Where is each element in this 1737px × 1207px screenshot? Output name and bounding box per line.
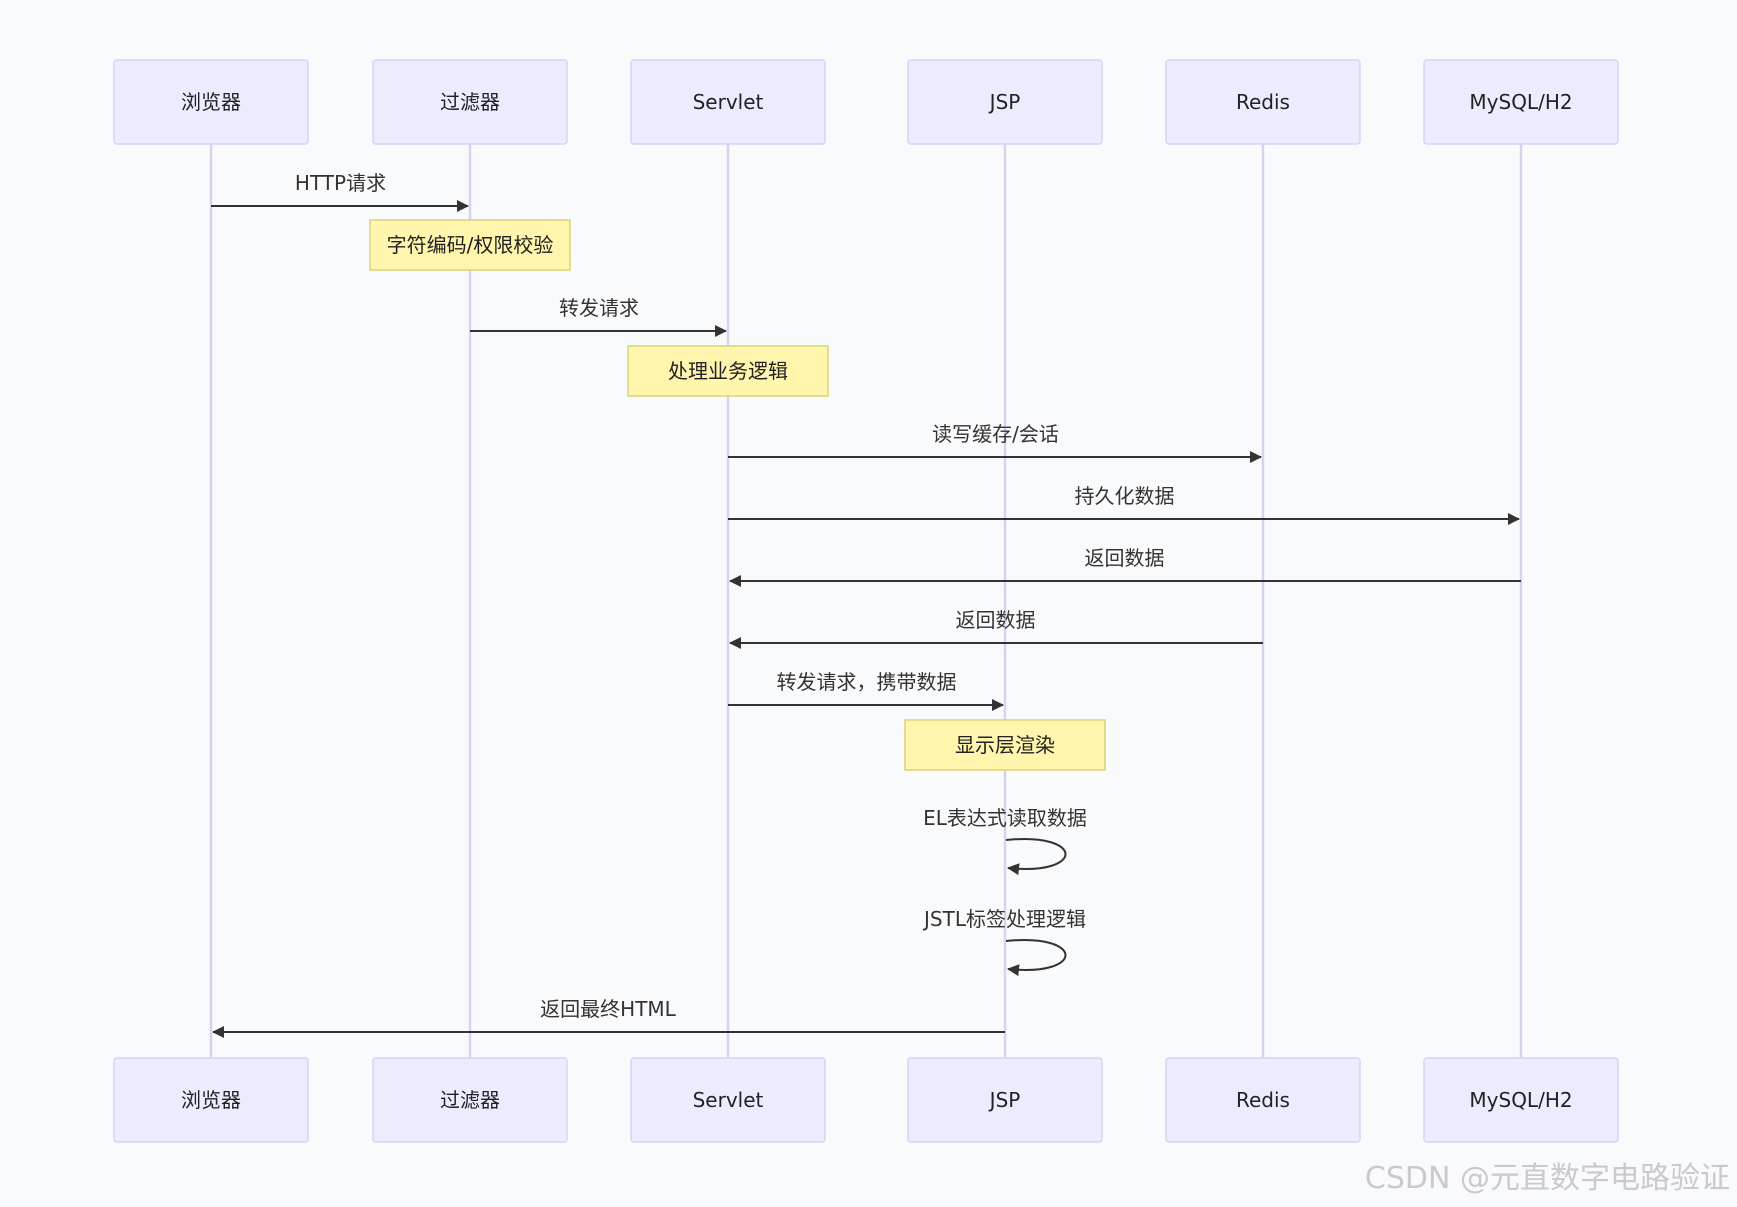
- actor-box: [1423, 59, 1619, 145]
- actor-bottom-redis: Redis: [1165, 1057, 1361, 1143]
- note-label: 字符编码/权限校验: [387, 233, 554, 257]
- actor-box: [1165, 1057, 1361, 1143]
- actor-box: [113, 1057, 309, 1143]
- self-call-label: EL表达式读取数据: [923, 806, 1087, 830]
- actor-label: Redis: [1236, 1088, 1290, 1112]
- actor-label: Servlet: [693, 1088, 764, 1112]
- actor-box: [1423, 1057, 1619, 1143]
- note-box: [369, 219, 571, 271]
- actor-box: [630, 59, 826, 145]
- actor-label: JSP: [988, 90, 1021, 114]
- actor-label: MySQL/H2: [1469, 1088, 1572, 1112]
- step-message: 读写缓存/会话: [728, 422, 1262, 463]
- actor-bottom-servlet: Servlet: [630, 1057, 826, 1143]
- actor-label: MySQL/H2: [1469, 90, 1572, 114]
- actor-box: [113, 59, 309, 145]
- actor-label: 过滤器: [440, 90, 500, 114]
- step-message: 返回数据: [729, 546, 1521, 587]
- self-call-arrow: [1005, 838, 1067, 876]
- actor-label: 浏览器: [181, 90, 241, 114]
- self-call-label: JSTL标签处理逻辑: [922, 907, 1086, 931]
- message-label: 返回最终HTML: [540, 997, 677, 1021]
- actor-top-servlet: Servlet: [630, 59, 826, 145]
- note-label: 显示层渲染: [955, 733, 1055, 757]
- message-label: 返回数据: [1085, 546, 1165, 570]
- step-message: 转发请求: [470, 296, 727, 337]
- note-label: 处理业务逻辑: [668, 359, 788, 383]
- step-message: 转发请求，携带数据: [728, 670, 1004, 711]
- actor-box: [372, 1057, 568, 1143]
- actor-top-filter: 过滤器: [372, 59, 568, 145]
- self-call-arrow: [1005, 939, 1067, 977]
- step-note: 处理业务逻辑: [627, 345, 829, 397]
- actor-box: [372, 59, 568, 145]
- actor-box: [907, 59, 1103, 145]
- note-box: [627, 345, 829, 397]
- actor-label: 过滤器: [440, 1088, 500, 1112]
- step-note: 显示层渲染: [904, 719, 1106, 771]
- message-label: 转发请求，携带数据: [777, 670, 957, 694]
- watermark-text: CSDN @元直数字电路验证: [1365, 1161, 1730, 1196]
- actor-box: [907, 1057, 1103, 1143]
- actor-bottom-db: MySQL/H2: [1423, 1057, 1619, 1143]
- step-message: 返回最终HTML: [212, 997, 1005, 1038]
- message-label: HTTP请求: [295, 171, 386, 195]
- message-label: 持久化数据: [1075, 484, 1175, 508]
- step-message: 持久化数据: [728, 484, 1520, 525]
- actor-bottom-browser: 浏览器: [113, 1057, 309, 1143]
- step-message: HTTP请求: [211, 171, 469, 212]
- actor-top-redis: Redis: [1165, 59, 1361, 145]
- actor-top-jsp: JSP: [907, 59, 1103, 145]
- step-note: 字符编码/权限校验: [369, 219, 571, 271]
- step-message: 返回数据: [729, 608, 1263, 649]
- actor-box: [630, 1057, 826, 1143]
- actor-label: 浏览器: [181, 1088, 241, 1112]
- actor-label: JSP: [988, 1088, 1021, 1112]
- step-self: JSTL标签处理逻辑: [922, 907, 1086, 977]
- actor-box: [1165, 59, 1361, 145]
- actor-bottom-filter: 过滤器: [372, 1057, 568, 1143]
- actor-label: Servlet: [693, 90, 764, 114]
- message-label: 读写缓存/会话: [932, 422, 1059, 446]
- note-box: [904, 719, 1106, 771]
- actor-label: Redis: [1236, 90, 1290, 114]
- actor-top-browser: 浏览器: [113, 59, 309, 145]
- actor-top-db: MySQL/H2: [1423, 59, 1619, 145]
- message-label: 返回数据: [956, 608, 1036, 632]
- message-label: 转发请求: [559, 296, 639, 320]
- actor-bottom-jsp: JSP: [907, 1057, 1103, 1143]
- step-self: EL表达式读取数据: [923, 806, 1087, 876]
